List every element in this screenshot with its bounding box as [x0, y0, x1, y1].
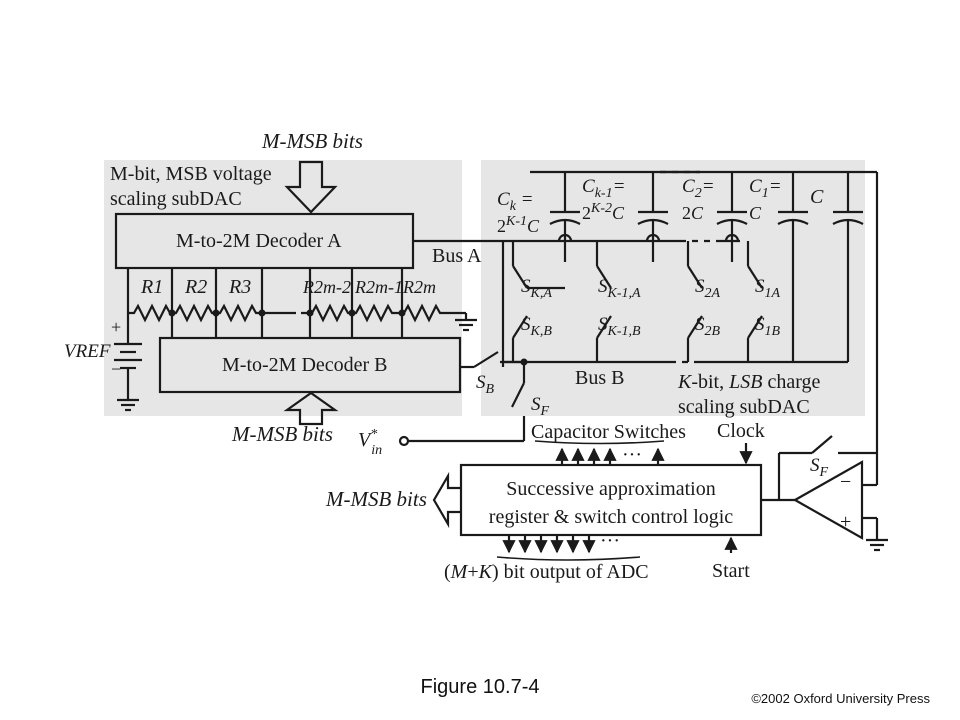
comparator-plus: + — [840, 511, 851, 533]
vref-battery — [114, 338, 142, 412]
msb-bits-bottom-label: M-MSB bits — [231, 422, 333, 446]
decoder-a-label: M-to-2M Decoder A — [176, 230, 342, 252]
sar-line1: Successive approximation — [506, 478, 715, 500]
capacitor-switches-label: Capacitor Switches — [531, 421, 686, 443]
resistor-r1-label: R1 — [140, 276, 163, 298]
cap-ck1-label-1: Ck-1= — [582, 176, 625, 201]
resistor-r2m-2-label: R2m-2 — [302, 277, 351, 297]
resistor-r2m-label: R2m — [402, 277, 436, 297]
msb-output-arrow — [432, 471, 461, 529]
switches-a — [511, 241, 763, 290]
resistor-r3-label: R3 — [228, 276, 251, 298]
cap-c1-label-1: C1= — [749, 176, 782, 201]
cap-c-label: C — [810, 186, 824, 208]
cap-c2-label-2: 2C — [682, 203, 704, 223]
comparator-minus: − — [840, 471, 851, 493]
msb-input-arrow-top — [284, 160, 338, 214]
start-label: Start — [712, 560, 750, 582]
clock-label: Clock — [717, 420, 765, 442]
resistor-r2m-1-label: R2m-1 — [354, 277, 403, 297]
copyright: ©2002 Oxford University Press — [751, 691, 930, 706]
vref-label: VREF — [64, 341, 111, 362]
switches-b — [511, 315, 763, 362]
comparator — [761, 435, 888, 552]
capacitor-array — [530, 170, 877, 362]
subdac-title-line2: scaling subDAC — [110, 188, 242, 210]
switch-sk1a-label: SK-1,A — [598, 276, 641, 301]
vref-minus: − — [111, 359, 121, 379]
resistor-ladder — [126, 268, 477, 338]
decoder-b-label: M-to-2M Decoder B — [222, 354, 388, 376]
ellipsis-top: ··· — [622, 444, 642, 466]
figure-caption: Figure 10.7-4 — [420, 676, 540, 698]
sar-line2: register & switch control logic — [489, 506, 734, 528]
lsb-subdac-line2: scaling subDAC — [678, 396, 810, 418]
lsb-subdac-line1: K-bit, LSB charge — [677, 371, 821, 393]
adc-output-label: (M+K) bit output of ADC — [444, 561, 649, 583]
subdac-title-line1: M-bit, MSB voltage — [110, 163, 272, 185]
vref-plus: + — [111, 317, 121, 337]
bus-a-label: Bus A — [432, 245, 482, 267]
ellipsis-bottom: ··· — [600, 530, 620, 552]
msb-bits-left-label: M-MSB bits — [325, 487, 427, 511]
bus-b-label: Bus B — [575, 367, 624, 389]
resistor-r2-label: R2 — [184, 276, 207, 298]
cap-ck-label-1: Ck = — [497, 189, 533, 214]
capacitor-switch-arrows — [534, 440, 665, 465]
feedback-switch-sf-label: SF — [810, 455, 829, 480]
vin-label: V*in — [358, 427, 382, 458]
output-bit-arrows — [496, 535, 641, 561]
msb-bits-top-label: M-MSB bits — [261, 129, 363, 153]
msb-input-arrow-bottom — [283, 391, 339, 426]
cap-c1-label-2: C — [749, 203, 762, 223]
